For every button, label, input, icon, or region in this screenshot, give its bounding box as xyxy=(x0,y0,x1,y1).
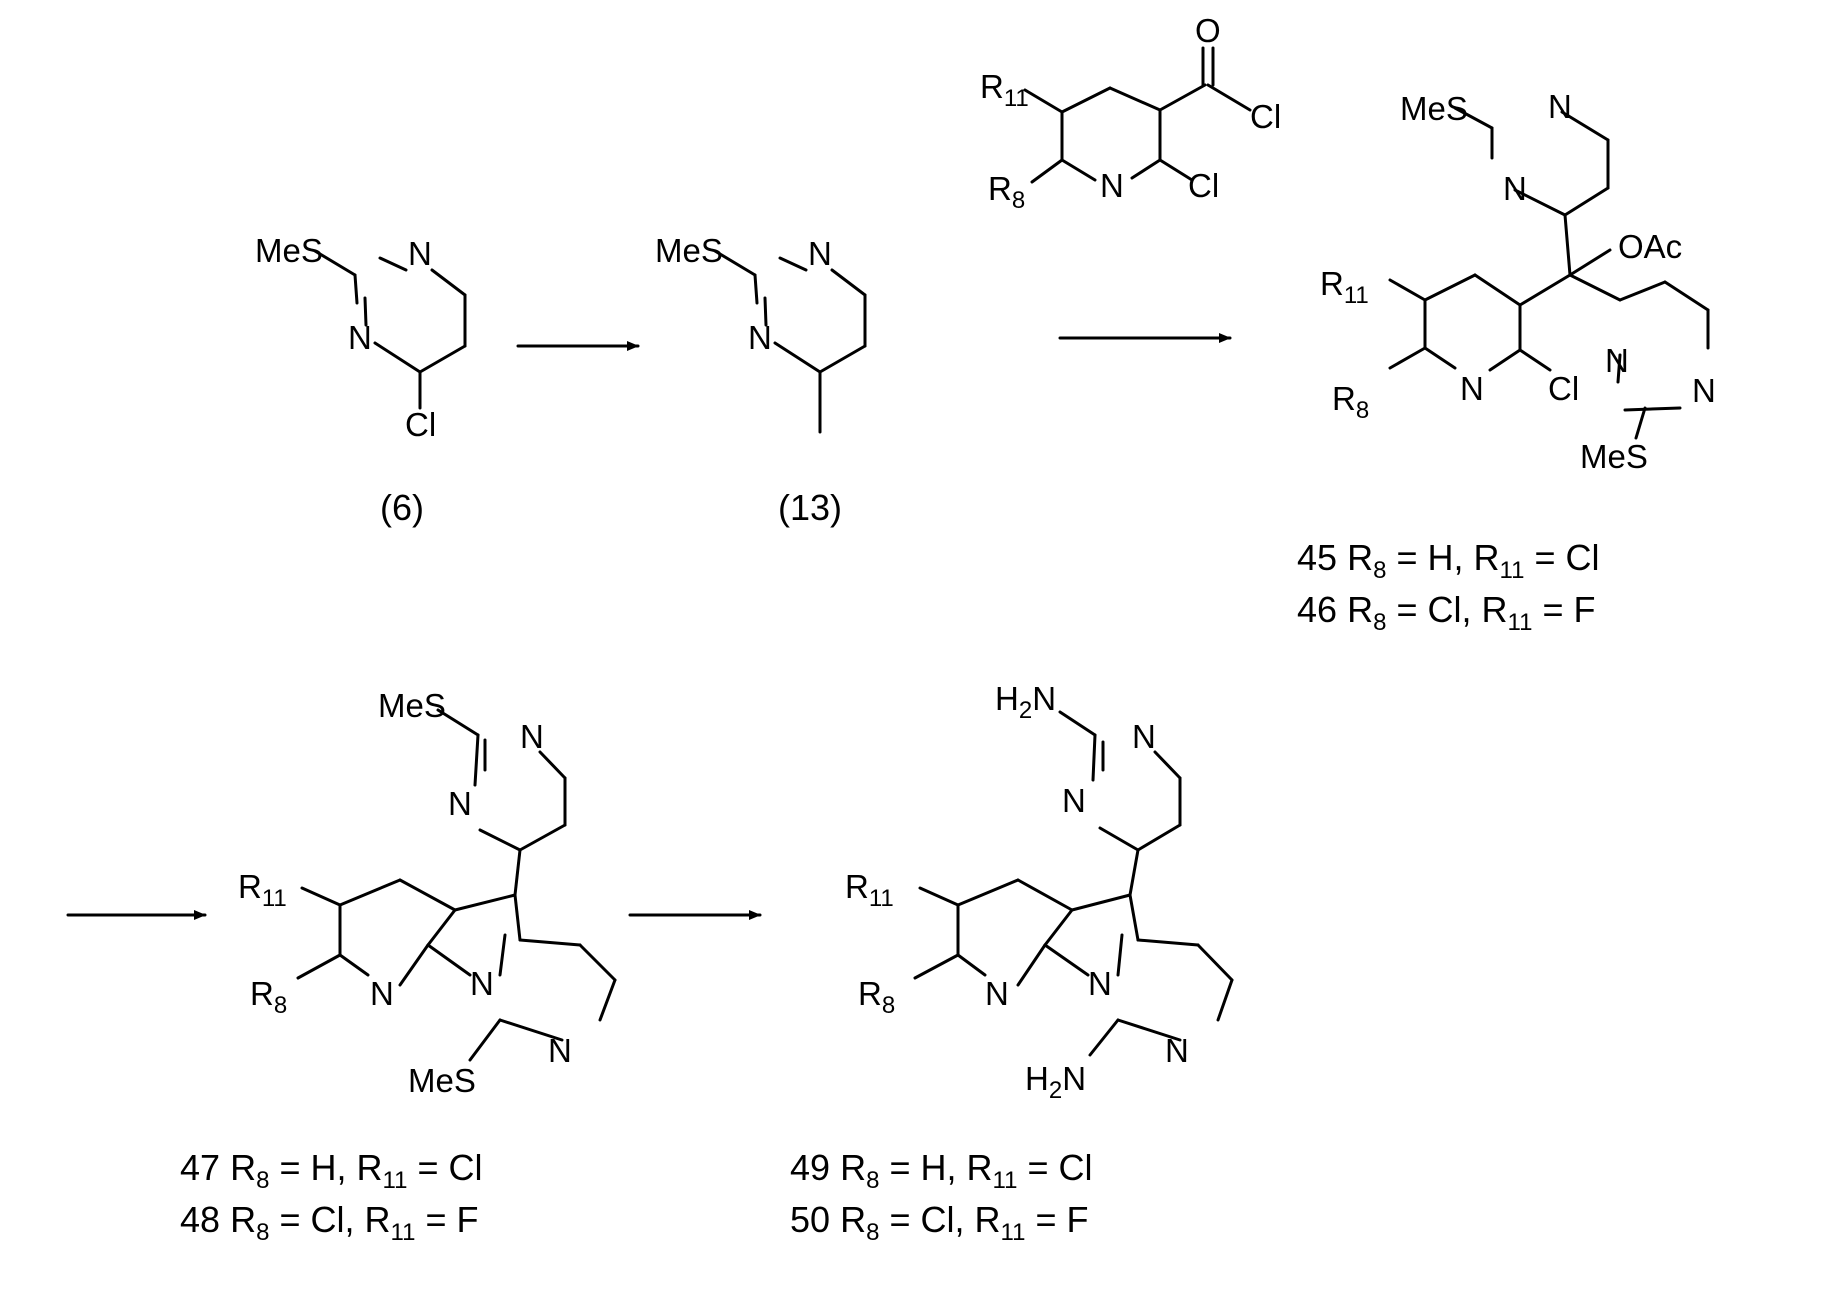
n-label: N xyxy=(985,975,1009,1012)
cl-label: Cl xyxy=(1250,98,1281,135)
r11-label: R11 xyxy=(845,868,894,912)
compound-47-48-structure: MeS N N R11 R8 N N N MeS xyxy=(238,687,615,1099)
compound-49-50-definitions: 49 R8 = H, R11 = Cl 50 R8 = Cl, R11 = F xyxy=(790,1147,1093,1246)
n-label: N xyxy=(448,785,472,822)
r8-label: R8 xyxy=(858,975,895,1019)
substituent-line-46: 46 R8 = Cl, R11 = F xyxy=(1297,589,1596,636)
mes-label: MeS xyxy=(1400,90,1468,127)
n-label: N xyxy=(548,1032,572,1069)
mes-label: MeS xyxy=(655,232,723,269)
n-label: N xyxy=(1132,718,1156,755)
n-label: N xyxy=(1548,88,1572,125)
compound-13-structure: MeS N N xyxy=(655,232,865,432)
substituent-line-49: 49 R8 = H, R11 = Cl xyxy=(790,1147,1093,1194)
r11-label: R11 xyxy=(980,68,1029,112)
n-label: N xyxy=(1062,782,1086,819)
n-label: N xyxy=(1460,370,1484,407)
r8-label: R8 xyxy=(988,170,1025,214)
compound-45-46-structure: MeS N N OAc R11 R8 N Cl N N MeS xyxy=(1320,88,1716,475)
n-label: N xyxy=(348,319,372,356)
mes-label: MeS xyxy=(378,687,446,724)
substituent-line-48: 48 R8 = Cl, R11 = F xyxy=(180,1199,479,1246)
cl-label: Cl xyxy=(1548,370,1579,407)
acid-chloride-reagent: O Cl N Cl R11 R8 xyxy=(980,12,1281,214)
cl-label: Cl xyxy=(405,406,436,443)
n-label: N xyxy=(1692,372,1716,409)
mes-label: MeS xyxy=(408,1062,476,1099)
compound-45-46-definitions: 45 R8 = H, R11 = Cl 46 R8 = Cl, R11 = F xyxy=(1297,537,1600,636)
n-label: N xyxy=(808,235,832,272)
compound-label-13: (13) xyxy=(778,487,842,528)
compound-6-structure: MeS N N Cl xyxy=(255,232,465,443)
n-label: N xyxy=(470,965,494,1002)
n-label: N xyxy=(1088,965,1112,1002)
h2n-label: H2N xyxy=(1025,1060,1086,1104)
n-label: N xyxy=(408,235,432,272)
n-label: N xyxy=(1503,170,1527,207)
n-label: N xyxy=(748,319,772,356)
n-label: N xyxy=(1605,342,1629,379)
r8-label: R8 xyxy=(250,975,287,1019)
compound-49-50-structure: H2N N N R11 R8 N N N H2N xyxy=(845,680,1232,1104)
n-label: N xyxy=(370,975,394,1012)
r11-label: R11 xyxy=(1320,265,1369,309)
n-label: N xyxy=(1100,167,1124,204)
substituent-line-47: 47 R8 = H, R11 = Cl xyxy=(180,1147,483,1194)
o-label: O xyxy=(1195,12,1221,49)
n-label: N xyxy=(520,718,544,755)
n-label: N xyxy=(1165,1032,1189,1069)
mes-label: MeS xyxy=(255,232,323,269)
h2n-label: H2N xyxy=(995,680,1056,724)
substituent-line-50: 50 R8 = Cl, R11 = F xyxy=(790,1199,1089,1246)
r11-label: R11 xyxy=(238,868,287,912)
cl-label: Cl xyxy=(1188,167,1219,204)
compound-label-6: (6) xyxy=(380,487,424,528)
substituent-line-45: 45 R8 = H, R11 = Cl xyxy=(1297,537,1600,584)
compound-47-48-definitions: 47 R8 = H, R11 = Cl 48 R8 = Cl, R11 = F xyxy=(180,1147,483,1246)
mes-label: MeS xyxy=(1580,438,1648,475)
oac-label: OAc xyxy=(1618,228,1682,265)
r8-label: R8 xyxy=(1332,380,1369,424)
